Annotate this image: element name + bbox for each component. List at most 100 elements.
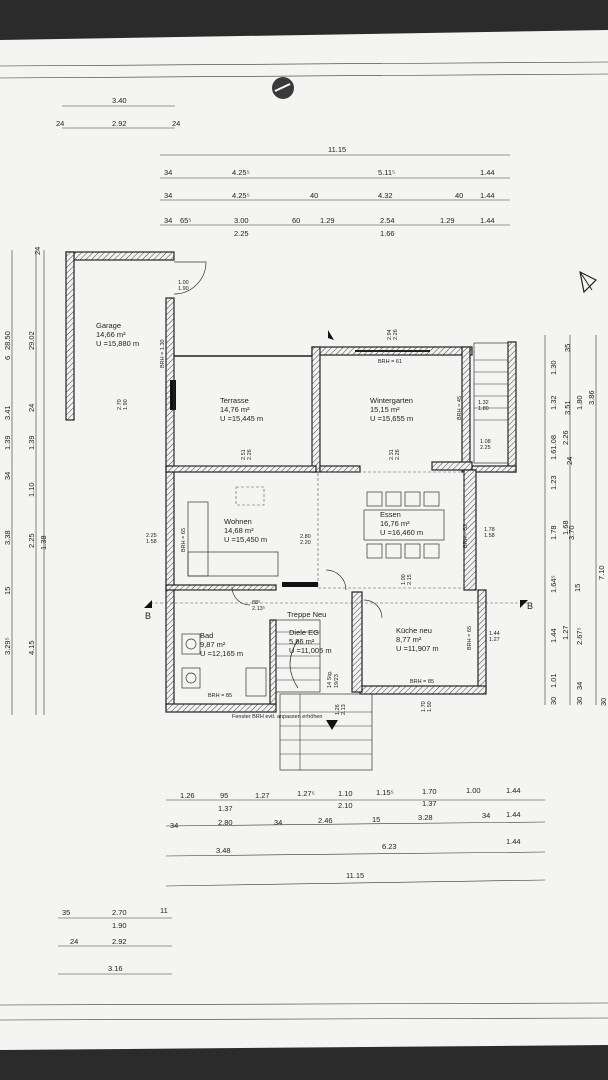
inner-di4: 2.15 bbox=[407, 574, 413, 585]
dim-bot-a7: 1.70 bbox=[422, 787, 437, 796]
dim-bot-a9: 1.44 bbox=[506, 786, 521, 795]
stair-count: 14 Stg. bbox=[327, 670, 333, 688]
inner-wo4: 1.58 bbox=[146, 539, 157, 545]
dim-bot-c1: 34 bbox=[170, 821, 178, 830]
dim-bot-a6: 1.15⁵ bbox=[376, 788, 394, 797]
dim-left-b1: 4.15 bbox=[27, 640, 36, 655]
dim-bot-f3: 11 bbox=[160, 906, 168, 915]
garage-door-swing bbox=[173, 261, 207, 295]
wohnen-perimeter: U =15,450 m bbox=[224, 535, 267, 544]
top-dimensions: 3.40 24 2.92 24 11.15 34 4.25⁵ 5.11⁵ 1.4… bbox=[56, 96, 510, 238]
dim-left-a4: 34 bbox=[3, 472, 12, 480]
dim-right-d3: 3.86 bbox=[587, 390, 596, 405]
stair-ratio: 19/23 bbox=[334, 674, 340, 688]
essen-area: 16,76 m² bbox=[380, 519, 410, 528]
inner-w1: 2.51 bbox=[241, 449, 247, 460]
room-bad: Bad 9,87 m² U =12,165 m bbox=[200, 631, 243, 658]
kueche-perimeter: U =11,907 m bbox=[396, 644, 439, 653]
dim-bot-c5: 15 bbox=[372, 815, 380, 824]
brh-130: BRH = 1.30 bbox=[160, 339, 166, 368]
dim-left-b2: 2.25 bbox=[27, 533, 36, 548]
room-essen: Essen 16,76 m² U =16,460 m bbox=[380, 510, 423, 537]
inner-es2: 1.58 bbox=[484, 533, 495, 539]
dim-top-f6: 2.54 bbox=[380, 216, 395, 225]
inner-e2: 2.26 bbox=[395, 449, 401, 460]
bad-perimeter: U =12,165 m bbox=[200, 649, 243, 658]
bad-area: 9,87 m² bbox=[200, 640, 226, 649]
stair-entrance bbox=[279, 693, 373, 771]
kueche-area: 8,77 m² bbox=[396, 635, 422, 644]
dim-right-a1: 30 bbox=[549, 697, 558, 705]
dim-right-d2: 7.10 bbox=[597, 565, 606, 580]
room-garage: Garage 14,66 m² U =15,880 m bbox=[96, 321, 139, 348]
wohnen-sofa bbox=[187, 486, 279, 577]
terrasse-name: Terrasse bbox=[220, 396, 249, 405]
room-wintergarten: Wintergarten 15,15 m² U =15,655 m bbox=[370, 396, 413, 423]
dim-left-a8: 28.50 bbox=[3, 331, 12, 350]
inner-win2: 2.26 bbox=[393, 329, 399, 340]
essen-perimeter: U =16,460 m bbox=[380, 528, 423, 537]
inner-wo3: 2.25 bbox=[146, 533, 157, 539]
dim-bot-b3: 1.37 bbox=[422, 799, 437, 808]
dim-left-c1: 1.38 bbox=[39, 535, 48, 550]
door-garage-bot: 1.90 bbox=[178, 286, 189, 292]
dim-right-c3: 2.67⁵ bbox=[575, 627, 584, 645]
room-kueche: Küche neu 8,77 m² U =11,907 m bbox=[396, 626, 439, 653]
room-terrasse: Terrasse 14,76 m² U =15,445 m bbox=[220, 396, 263, 423]
inner-k1: 1.44 bbox=[489, 631, 500, 637]
dim-bot-b1: 1.37 bbox=[218, 804, 233, 813]
dim-bot-g: 1.90 bbox=[112, 921, 127, 930]
bad-name: Bad bbox=[200, 631, 213, 640]
dim-top-f5: 1.29 bbox=[320, 216, 335, 225]
dim-top-d4: 1.44 bbox=[480, 168, 495, 177]
dim-right-d1: 30 bbox=[599, 698, 608, 706]
dim-right-c6: 24 bbox=[565, 457, 574, 465]
dim-right-a3: 1.44 bbox=[549, 628, 558, 643]
dim-right-a2: 1.01 bbox=[549, 673, 558, 688]
wohnen-name: Wohnen bbox=[224, 517, 252, 526]
dim-bot-c3: 34 bbox=[274, 818, 282, 827]
dim-top-f7: 1.29 bbox=[440, 216, 455, 225]
dim-right-a8: 1.30 bbox=[549, 360, 558, 375]
dim-bot-h1: 24 bbox=[70, 937, 78, 946]
dim-right-c7: 3.51 bbox=[563, 400, 572, 415]
terrasse-area: 14,76 m² bbox=[220, 405, 250, 414]
inner-bath2: 2.13⁵ bbox=[252, 605, 265, 612]
terrasse-perimeter: U =15,445 m bbox=[220, 414, 263, 423]
left-dimensions: 3.29⁵ 15 3.38 34 1.39 3.41 6 28.50 4.15 … bbox=[3, 247, 48, 715]
room-wohnen: Wohnen 14,68 m² U =15,450 m bbox=[224, 517, 267, 544]
inner-es1: 1.78 bbox=[484, 527, 495, 533]
brh-wohnen: BRH = 65 bbox=[181, 528, 187, 552]
paper-sheet bbox=[0, 30, 608, 1050]
treppe-label: Treppe Neu bbox=[287, 610, 326, 619]
inner-k4: 1.50 bbox=[427, 701, 433, 712]
dim-bot-d3: 1.44 bbox=[506, 837, 521, 846]
dim-right-b3: 2.26 bbox=[561, 430, 570, 445]
dim-top-g2: 1.66 bbox=[380, 229, 395, 238]
dim-top-c: 11.15 bbox=[328, 145, 346, 154]
dim-top-f2: 65⁵ bbox=[180, 216, 191, 225]
inner-wo2: 2.20 bbox=[300, 540, 311, 546]
dim-right-c9: 35 bbox=[563, 344, 572, 352]
dim-bot-c8: 1.44 bbox=[506, 810, 521, 819]
dim-top-e2: 4.25⁵ bbox=[232, 191, 250, 200]
north-arrow-icon bbox=[579, 270, 598, 294]
dim-bot-c2: 2.80 bbox=[218, 818, 233, 827]
dim-top-d2: 4.25⁵ bbox=[232, 168, 250, 177]
right-dimensions: 30 1.01 1.44 1.64⁵ 1.78 1.23 1.61.08 1.3… bbox=[544, 335, 608, 706]
dim-right-a6: 1.23 bbox=[549, 475, 558, 490]
dim-top-e4: 4.32 bbox=[378, 191, 393, 200]
dim-bot-a3: 1.27 bbox=[255, 791, 270, 800]
dim-top-d3: 5.11⁵ bbox=[378, 168, 395, 177]
dim-top-e6: 1.44 bbox=[480, 191, 495, 200]
brh-65: BRH = 65 bbox=[467, 626, 473, 650]
dim-top-e3: 40 bbox=[310, 191, 318, 200]
brh-85-bad: BRH = 85 bbox=[208, 693, 232, 699]
diele-name: Diele EG bbox=[289, 628, 319, 637]
wohnen-area: 14,68 m² bbox=[224, 526, 254, 535]
inner-di3: 1.00 bbox=[401, 574, 407, 585]
inner-e1: 2.31 bbox=[389, 449, 395, 460]
section-label-right: B bbox=[527, 601, 533, 611]
